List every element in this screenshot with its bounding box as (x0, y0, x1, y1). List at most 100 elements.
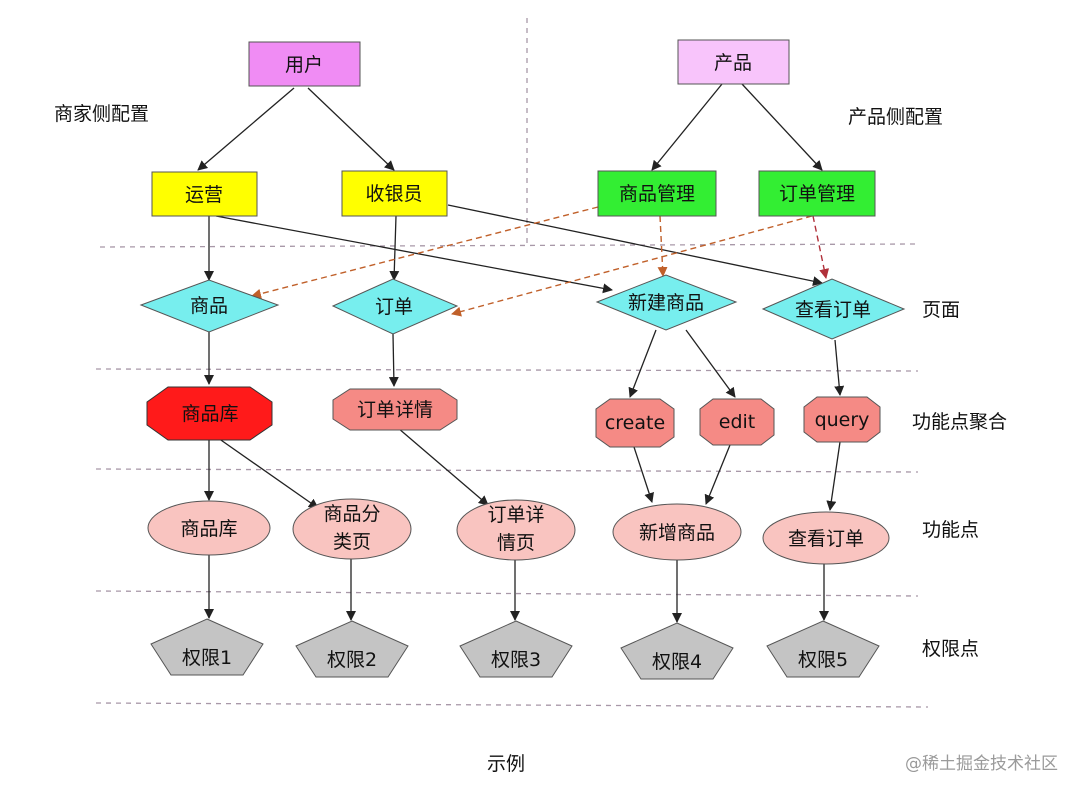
node-agg-create: create (595, 398, 675, 448)
node-page-view-order-shape (761, 278, 906, 340)
node-feat-order-detail: 订单详 情页 (456, 499, 576, 561)
row-divider-2 (95, 368, 919, 372)
node-feat-order-detail-shape (456, 499, 576, 561)
edge-page-new-goods-edit (685, 329, 736, 398)
node-agg-create-label: create (605, 412, 665, 434)
edge-agg-order-feat-detail (397, 427, 489, 506)
node-page-order: 订单 (331, 278, 459, 335)
edge-page-new-goods-create (628, 329, 657, 398)
node-feat-goods-cat-shape (292, 498, 412, 560)
edge-create-feat-add (633, 446, 654, 503)
node-feat-order-detail-label-1: 订单详 (487, 504, 544, 526)
node-page-new-goods: 新建商品 (595, 274, 738, 331)
node-user-box (248, 41, 361, 87)
node-perm-4-shape (620, 622, 734, 680)
node-agg-goods-lib: 商品库 (146, 386, 273, 441)
node-order-mgmt-box (758, 170, 876, 217)
node-feat-add-goods-label: 新增商品 (639, 522, 715, 544)
node-perm-2-shape (295, 620, 409, 678)
node-perm-3: 权限3 (459, 620, 573, 678)
node-perm-4-label: 权限4 (652, 651, 702, 673)
node-agg-goods-lib-label: 商品库 (181, 403, 238, 425)
link-goods-mgmt-page-goods (251, 206, 599, 299)
node-agg-edit: edit (699, 398, 775, 446)
node-product-label: 产品 (714, 52, 752, 74)
node-ops: 运营 (151, 171, 258, 217)
node-perm-1-shape (150, 618, 264, 676)
node-perm-2: 权限2 (295, 620, 409, 678)
node-page-goods-shape (139, 279, 280, 333)
edge-page-order-agg (388, 333, 399, 387)
module-links (251, 206, 813, 317)
node-product: 产品 (677, 39, 790, 85)
node-page-goods-label: 商品 (190, 295, 228, 317)
row-divider-3 (95, 468, 919, 473)
edge-agg-goods-feat-cat (217, 437, 319, 509)
diagram-caption: 示例 (487, 753, 525, 775)
node-perm-5-label: 权限5 (798, 649, 848, 671)
node-page-order-shape (331, 278, 459, 335)
edge-user-cashier (307, 87, 395, 171)
node-perm-3-label: 权限3 (491, 649, 541, 671)
row-divider-5 (95, 702, 929, 708)
row-label-permission: 权限点 (922, 638, 979, 660)
node-perm-5-shape (766, 620, 880, 678)
link-order-mgmt-page-view-order (812, 215, 830, 279)
edge-page-view-order-query (834, 339, 845, 396)
node-page-new-goods-label: 新建商品 (628, 292, 704, 314)
section-dividers (95, 18, 929, 708)
node-page-new-goods-shape (595, 274, 738, 331)
edge-cashier-page-order (389, 215, 400, 281)
node-feat-view-order-shape (762, 511, 890, 565)
edge-query-feat-view (826, 441, 841, 511)
row-label-feature-group: 功能点聚合 (912, 411, 1007, 433)
row-label-feature: 功能点 (922, 519, 979, 541)
link-goods-mgmt-page-new-goods (657, 215, 668, 277)
node-agg-edit-shape (699, 398, 775, 446)
connectors (197, 83, 845, 623)
link-order-mgmt-page-order (451, 215, 813, 317)
node-perm-2-label: 权限2 (327, 649, 377, 671)
node-perm-1: 权限1 (150, 618, 264, 676)
node-agg-order-detail: 订单详情 (332, 388, 458, 431)
node-perm-4: 权限4 (620, 622, 734, 680)
node-agg-query: query (803, 396, 881, 443)
node-user: 用户 (248, 41, 361, 87)
node-agg-edit-label: edit (719, 411, 755, 433)
node-agg-order-detail-label: 订单详情 (357, 399, 433, 421)
node-cashier: 收银员 (341, 170, 448, 217)
node-feat-goods-lib: 商品库 (147, 500, 271, 556)
edge-user-ops (197, 87, 295, 171)
node-cashier-box (341, 170, 448, 217)
edge-product-goods-mgmt (651, 83, 723, 171)
node-feat-goods-lib-label: 商品库 (180, 518, 237, 540)
node-agg-query-shape (803, 396, 881, 443)
edge-ops-page-new-goods (215, 215, 613, 294)
node-feat-add-goods: 新增商品 (612, 503, 742, 561)
node-agg-order-detail-shape (332, 388, 458, 431)
node-feat-view-order: 查看订单 (762, 511, 890, 565)
node-goods-mgmt: 商品管理 (597, 170, 717, 217)
node-page-order-label: 订单 (375, 296, 413, 318)
row-divider-4 (95, 590, 919, 597)
node-cashier-label: 收银员 (365, 183, 422, 205)
row-label-page: 页面 (922, 299, 960, 321)
node-feat-goods-cat-label-1: 商品分 (323, 503, 380, 525)
row-divider-1 (99, 243, 916, 248)
node-perm-1-label: 权限1 (182, 647, 232, 669)
node-page-view-order-label: 查看订单 (795, 299, 871, 321)
node-goods-mgmt-box (597, 170, 717, 217)
node-user-label: 用户 (285, 54, 323, 76)
node-feat-goods-cat-label-2: 类页 (333, 531, 371, 553)
left-section-label: 商家侧配置 (54, 103, 149, 125)
node-feat-order-detail-label-2: 情页 (497, 532, 535, 554)
edge-edit-feat-add (704, 444, 731, 505)
node-agg-query-label: query (815, 409, 870, 431)
node-product-box (677, 39, 790, 85)
node-feat-add-goods-shape (612, 503, 742, 561)
right-section-label: 产品侧配置 (848, 106, 943, 128)
node-ops-box (151, 171, 258, 217)
node-order-mgmt-label: 订单管理 (779, 183, 855, 205)
node-ops-label: 运营 (185, 184, 223, 206)
